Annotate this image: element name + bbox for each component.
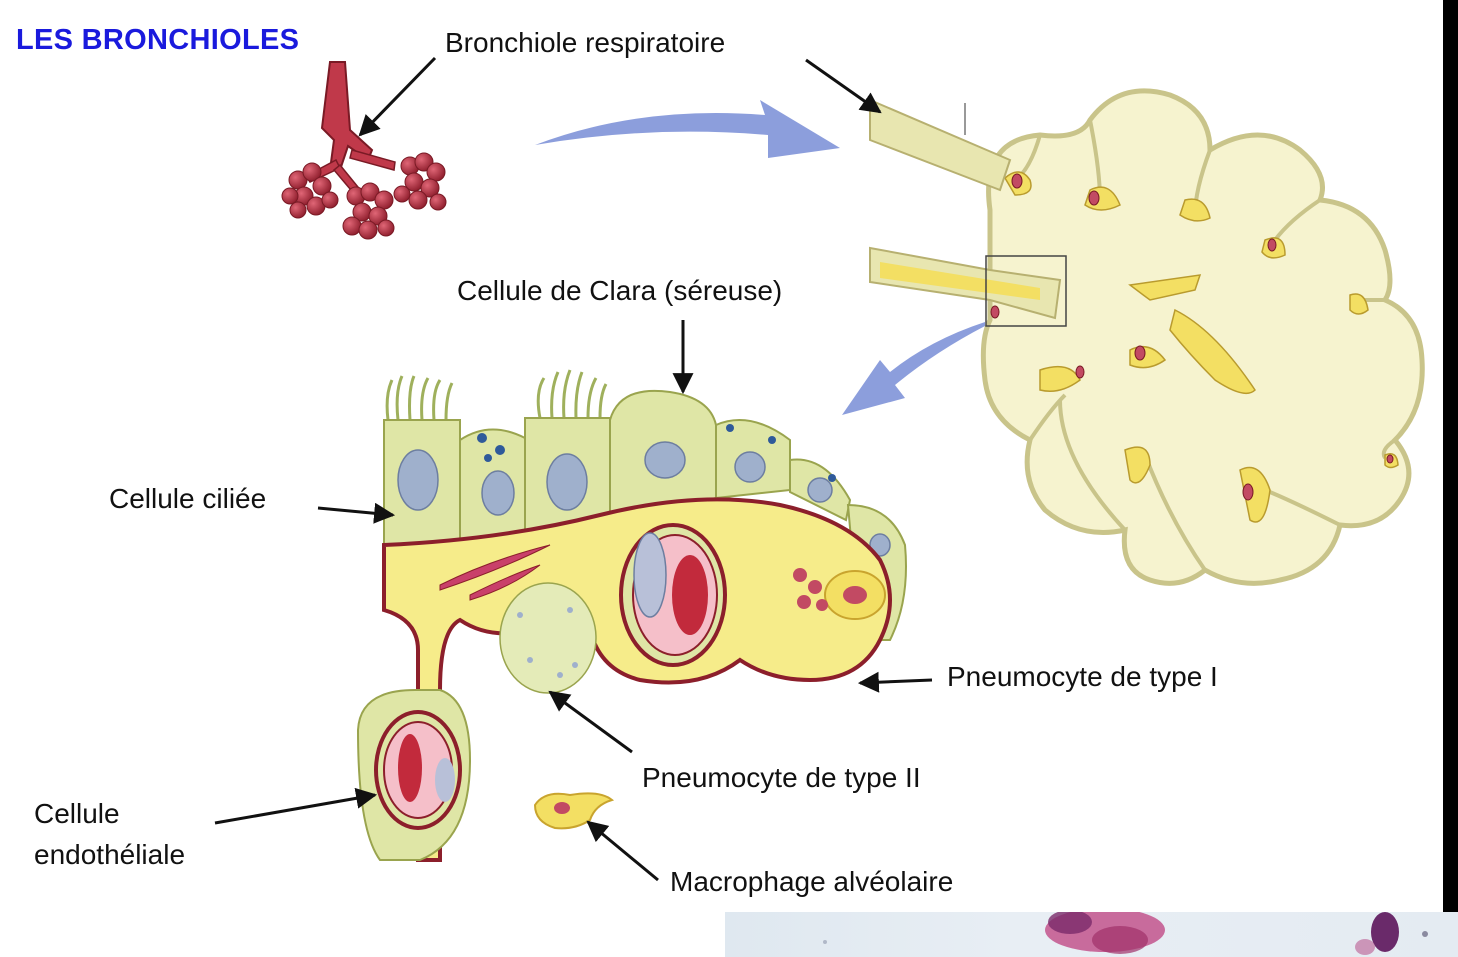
black-edge — [1443, 0, 1458, 957]
label-bronchiole-respiratoire: Bronchiole respiratoire — [445, 26, 725, 60]
page-title: LES BRONCHIOLES — [16, 24, 299, 57]
blue-curved-arrow-left — [842, 322, 985, 415]
macrophage-free-shape — [535, 793, 612, 828]
capillary-small — [376, 712, 460, 828]
label-pneumocyte-type-1: Pneumocyte de type I — [947, 660, 1218, 694]
cilia — [387, 370, 606, 420]
label-cellule-ciliee: Cellule ciliée — [109, 482, 266, 516]
histology-photo-thumbnail — [725, 912, 1458, 957]
label-macrophage-alveolaire: Macrophage alvéolaire — [670, 865, 953, 899]
label-cellule-clara: Cellule de Clara (séreuse) — [457, 274, 782, 308]
capillary-large — [621, 525, 725, 665]
label-cellule-endotheliale-line1: Cellule — [34, 797, 120, 831]
bronchial-tree-icon — [282, 62, 446, 239]
label-cellule-endotheliale-line2: endothéliale — [34, 838, 185, 872]
label-pneumocyte-type-2: Pneumocyte de type II — [642, 761, 921, 795]
blue-curved-arrow-right — [535, 100, 840, 158]
